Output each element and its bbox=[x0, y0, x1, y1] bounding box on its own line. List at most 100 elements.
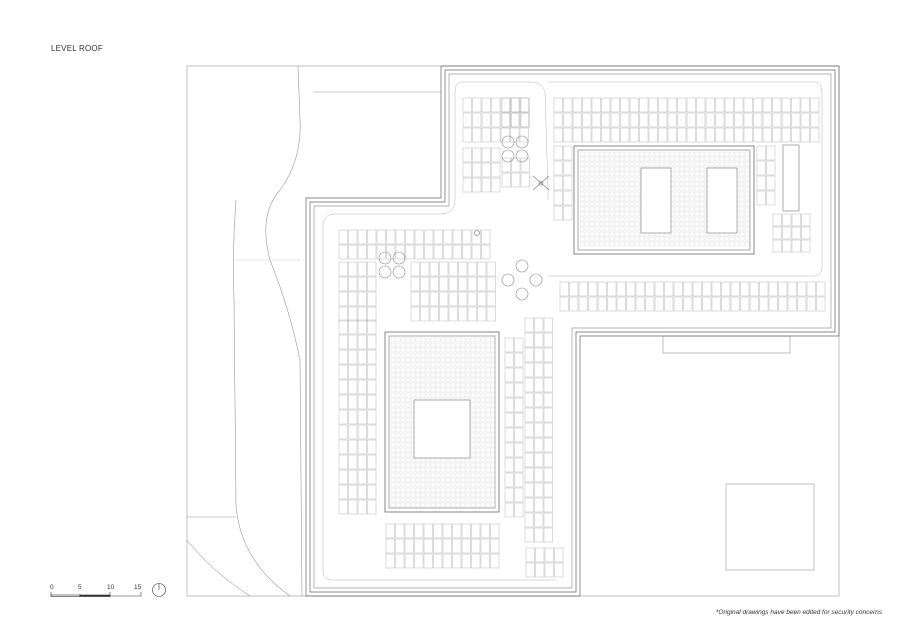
glazing-cell bbox=[415, 492, 421, 498]
solar-panel bbox=[730, 296, 740, 312]
glazing-cell bbox=[490, 347, 496, 353]
glazing-cell bbox=[440, 367, 446, 373]
glazing-cell bbox=[659, 151, 665, 157]
glazing-cell bbox=[614, 211, 620, 217]
glazing-cell bbox=[405, 442, 411, 448]
glazing-cell bbox=[669, 161, 675, 167]
glazing-cell bbox=[410, 357, 416, 363]
solar-panel bbox=[520, 112, 530, 128]
glazing-cell bbox=[450, 477, 456, 483]
glazing-cell bbox=[430, 502, 436, 508]
glazing-cell bbox=[699, 201, 705, 207]
glazing-cell bbox=[589, 181, 595, 187]
glazing-cell bbox=[460, 477, 466, 483]
glazing-cell bbox=[699, 196, 705, 202]
glazing-cell bbox=[719, 156, 725, 162]
solar-panel bbox=[787, 296, 797, 312]
solar-panel bbox=[448, 291, 458, 307]
solar-panel bbox=[639, 112, 649, 128]
glazing-cell bbox=[490, 502, 496, 508]
glazing-cell bbox=[415, 472, 421, 478]
glazing-cell bbox=[480, 447, 486, 453]
glazing-cell bbox=[694, 226, 700, 232]
solar-panel bbox=[648, 127, 658, 143]
glazing-cell bbox=[475, 372, 481, 378]
glazing-cell bbox=[410, 382, 416, 388]
glazing-cell bbox=[579, 166, 585, 172]
solar-panel bbox=[357, 291, 367, 307]
glazing-cell bbox=[664, 156, 670, 162]
glazing-cell bbox=[415, 352, 421, 358]
glazing-cell bbox=[390, 417, 396, 423]
solar-panel bbox=[357, 439, 367, 455]
solar-panel bbox=[472, 127, 482, 143]
glazing-cell bbox=[739, 211, 745, 217]
solar-panel bbox=[500, 112, 510, 128]
glazing-cell bbox=[395, 462, 401, 468]
glazing-cell bbox=[430, 367, 436, 373]
glazing-cell bbox=[475, 452, 481, 458]
glazing-cell bbox=[584, 236, 590, 242]
solar-panel bbox=[645, 281, 655, 297]
glazing-cell bbox=[440, 457, 446, 463]
solar-panel bbox=[563, 175, 573, 191]
solar-panel bbox=[348, 469, 358, 485]
glazing-cell bbox=[410, 497, 416, 503]
glazing-cell bbox=[435, 502, 441, 508]
glazing-cell bbox=[390, 452, 396, 458]
glazing-cell bbox=[450, 482, 456, 488]
glazing-cell bbox=[410, 487, 416, 493]
solar-panel bbox=[645, 296, 655, 312]
glazing-cell bbox=[435, 477, 441, 483]
glazing-cell bbox=[609, 206, 615, 212]
glazing-cell bbox=[390, 482, 396, 488]
solar-panel bbox=[806, 281, 816, 297]
glazing-cell bbox=[634, 201, 640, 207]
canopy bbox=[662, 335, 791, 354]
glazing-cell bbox=[594, 161, 600, 167]
glazing-cell bbox=[679, 206, 685, 212]
glazing-cell bbox=[395, 402, 401, 408]
glazing-cell bbox=[609, 151, 615, 157]
glazing-cell bbox=[460, 382, 466, 388]
solar-panel bbox=[810, 112, 820, 128]
glazing-cell bbox=[704, 161, 710, 167]
glazing-cell bbox=[470, 492, 476, 498]
glazing-cell bbox=[455, 352, 461, 358]
glazing-cell bbox=[614, 171, 620, 177]
glazing-cell bbox=[395, 472, 401, 478]
glazing-cell bbox=[689, 231, 695, 237]
glazing-cell bbox=[739, 231, 745, 237]
glazing-cell bbox=[475, 397, 481, 403]
solar-panel bbox=[477, 276, 487, 292]
solar-panel bbox=[791, 112, 801, 128]
solar-panel bbox=[514, 382, 524, 398]
glazing-cell bbox=[579, 206, 585, 212]
glazing-cell bbox=[699, 156, 705, 162]
glazing-cell bbox=[390, 372, 396, 378]
solar-panel bbox=[782, 213, 792, 227]
glazing-cell bbox=[634, 191, 640, 197]
glazing-cell bbox=[450, 502, 456, 508]
glazing-cell bbox=[594, 216, 600, 222]
solar-panel bbox=[797, 281, 807, 297]
solar-panel bbox=[471, 244, 481, 260]
solar-panel bbox=[500, 97, 510, 113]
glazing-cell bbox=[395, 392, 401, 398]
glazing-cell bbox=[739, 196, 745, 202]
solar-panel bbox=[433, 553, 443, 569]
glazing-cell bbox=[699, 161, 705, 167]
glazing-cell bbox=[405, 492, 411, 498]
solar-panel bbox=[743, 97, 753, 113]
glazing-cell bbox=[395, 382, 401, 388]
glazing-cell bbox=[485, 362, 491, 368]
glazing-cell bbox=[744, 206, 750, 212]
glazing-cell bbox=[470, 357, 476, 363]
glazing-cell bbox=[689, 211, 695, 217]
solar-panel bbox=[480, 538, 490, 554]
glazing-cell bbox=[744, 216, 750, 222]
solar-panel bbox=[534, 332, 544, 348]
glazing-cell bbox=[644, 241, 650, 247]
glazing-cell bbox=[430, 372, 436, 378]
solar-panel bbox=[543, 377, 553, 393]
